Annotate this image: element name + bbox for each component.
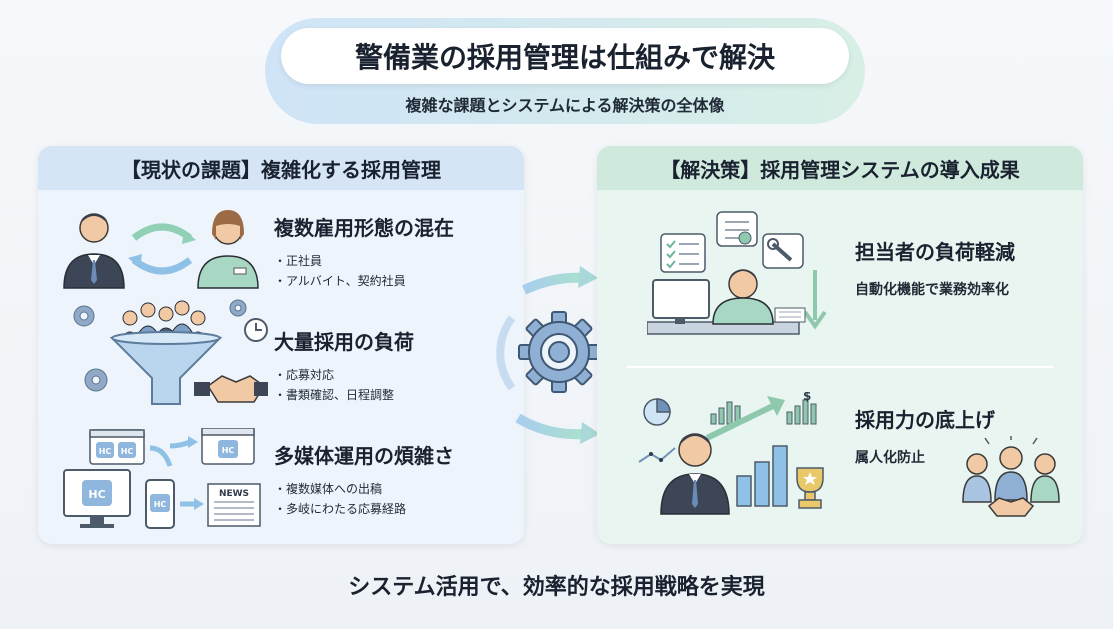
issue-bullet: 多岐にわたる応募経路 [274,499,454,519]
issue-bullet: 応募対応 [274,365,414,385]
solution-title-1: 担当者の負荷軽減 [855,240,1015,264]
people-exchange-icon [63,210,259,289]
news-label: NEWS [219,489,249,499]
issue-bullet: 書類確認、日程調整 [274,385,414,405]
issue-item-2: 大量採用の負荷 応募対応 書類確認、日程調整 [274,326,414,405]
checklist-icon [660,233,706,273]
solution-item-1: 担当者の負荷軽減 自動化機能で業務効率化 [855,236,1015,299]
issue-item-3: 多媒体運用の煩雑さ 複数媒体への出稿 多岐にわたる応募経路 [274,440,454,519]
media-logo: HC [222,446,235,455]
media-logo: HC [154,500,167,509]
issue-bullets-3: 複数媒体への出稿 多岐にわたる応募経路 [274,479,454,519]
issue-title-1: 複数雇用形態の混在 [274,216,454,240]
issue-bullets-1: 正社員 アルバイト、契約社員 [274,251,454,291]
cycle-gear-icon [496,266,622,444]
issue-title-2: 大量採用の負荷 [274,330,414,354]
solution-panel: 【解決策】採用管理システムの導入成果 担当者の負荷軽減 自動化機能で業務効率 [597,146,1083,544]
issue-bullet: アルバイト、契約社員 [274,271,454,291]
media-screens-icon: HC HC HC HC HC NEWS [63,428,261,529]
solution-title-2: 採用力の底上げ [855,408,995,432]
handshake-icon [194,375,268,403]
gear-icon [73,299,247,392]
solution-item-2: 採用力の底上げ 属人化防止 [855,404,995,467]
media-logo: HC [121,447,134,456]
media-logo: HC [99,447,112,456]
issue-bullet: 複数媒体への出稿 [274,479,454,499]
issue-bullets-2: 応募対応 書類確認、日程調整 [274,365,414,405]
team-icon [962,436,1060,517]
title-banner: 警備業の採用管理は仕組みで解決 複雑な課題とシステムによる解決策の全体像 [265,18,865,124]
current-issues-panel: 【現状の課題】複雑化する採用管理 複数雇用形態の混在 正社員 アルバイト、契約社… [38,146,524,544]
footer-text: システム活用で、効率的な採用戦略を実現 [348,575,765,600]
issue-item-1: 複数雇用形態の混在 正社員 アルバイト、契約社員 [274,212,454,291]
panel-divider [627,366,1053,368]
funnel-icon [73,299,268,405]
solution-heading: 【解決策】採用管理システムの導入成果 [597,146,1083,190]
page-title: 警備業の採用管理は仕組みで解決 [281,28,849,84]
page-subtitle: 複雑な課題とシステムによる解決策の全体像 [405,96,725,115]
computer-worker-icon [647,211,827,335]
solution-desc-2: 属人化防止 [855,450,925,466]
issue-bullet: 正社員 [274,251,454,271]
chart-icon: $ [638,392,824,515]
issue-title-3: 多媒体運用の煩雑さ [274,444,454,468]
solution-desc-1: 自動化機能で業務効率化 [855,282,1009,298]
current-issues-heading: 【現状の課題】複雑化する採用管理 [38,146,524,190]
media-logo: HC [88,488,105,501]
dollar-sign: $ [803,392,811,403]
